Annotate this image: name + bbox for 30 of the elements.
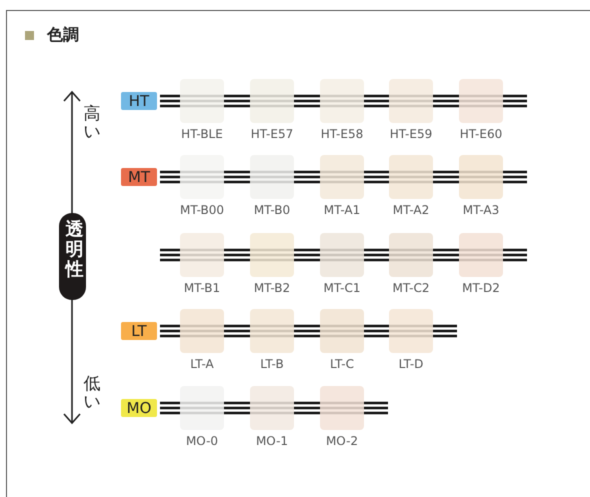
shade-label: MO-1 [254,434,290,448]
shade-label: MO-0 [184,434,220,448]
section-title: 色調 [47,25,79,46]
shade-label: MT-A3 [462,203,500,217]
shade-label: LT-A [189,357,215,371]
shade-label: MT-C2 [392,281,430,295]
axis-end-label: 低い [83,375,101,411]
shade-label: LT-C [329,357,355,371]
shade-label: HT-E58 [320,127,364,141]
shade-label: HT-E59 [388,127,434,141]
shade-label: MT-B0 [252,203,292,217]
axis-end-label: 高い [83,105,101,141]
shade-label: LT-D [398,357,424,371]
shade-label: HT-E57 [250,127,294,141]
shade-label: MT-B00 [179,203,225,217]
shade-label: MT-B2 [252,281,292,295]
axis-title-pill: 透明性 [59,213,86,300]
shade-label: MO-2 [324,434,360,448]
shade-label: HT-E60 [458,127,504,141]
shade-label: HT-BLE [180,127,224,141]
shade-label: MT-A1 [322,203,362,217]
shade-label: MT-B1 [182,281,222,295]
series-badge: LT [121,322,157,340]
series-badge: MT [121,168,157,186]
shade-label: MT-C1 [322,281,362,295]
shade-label: MT-A2 [392,203,430,217]
series-badge: HT [121,92,157,110]
shade-label: LT-B [259,357,285,371]
series-badge: MO [121,399,157,417]
shade-label: MT-D2 [461,281,501,295]
